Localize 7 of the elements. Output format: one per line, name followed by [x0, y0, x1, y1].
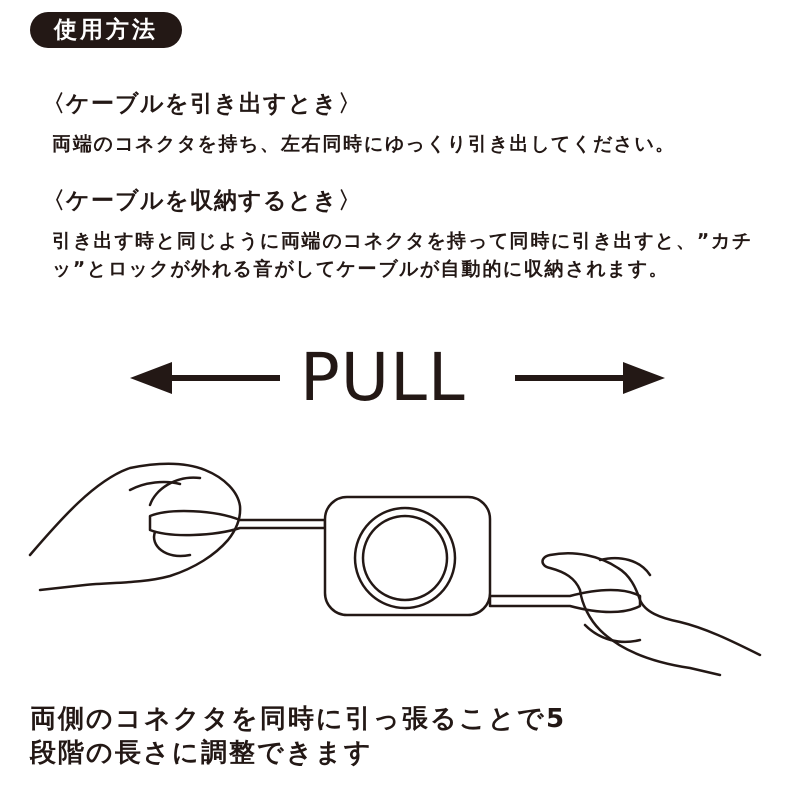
section-heading: 〈ケーブルを引き出すとき〉 — [42, 90, 362, 119]
title-badge: 使用方法 — [30, 12, 182, 48]
instruction-text: 両端のコネクタを持ち、左右同時にゆっくり引き出してください。 — [52, 132, 677, 157]
caption-text: 両側のコネクタを同時に引っ張ることで5段階の長さに調整できます — [30, 703, 568, 770]
pull-label: PULL — [300, 340, 466, 416]
section-heading: 〈ケーブルを収納するとき〉 — [42, 187, 362, 216]
instruction-text: 引き出す時と同じように両端のコネクタを持って同時に引き出すと、”カチッ”とロックが外れる音がしてケーブルが自動的に収納されます。 — [52, 229, 754, 282]
